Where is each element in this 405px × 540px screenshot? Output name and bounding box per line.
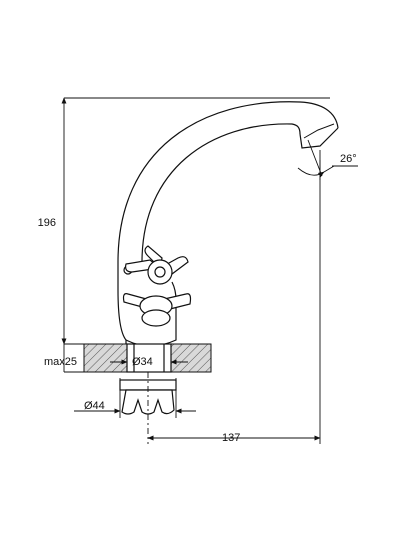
reach-label: 137 [222, 432, 240, 444]
faucet-body [117, 101, 339, 347]
height-label: 196 [38, 217, 56, 229]
angle-label: 26° [340, 153, 357, 165]
max-thickness-label: max25 [44, 356, 77, 368]
dimension-height [61, 97, 330, 345]
dimension-base [74, 378, 196, 418]
dimension-thickness [63, 343, 84, 373]
hole-diameter-label: Ø34 [132, 356, 153, 368]
cross-handle-lower [122, 293, 192, 327]
cross-handle-upper [125, 245, 189, 285]
dimension-reach [147, 160, 321, 444]
dimension-angle [297, 139, 358, 180]
base-diameter-label: Ø44 [84, 400, 105, 412]
